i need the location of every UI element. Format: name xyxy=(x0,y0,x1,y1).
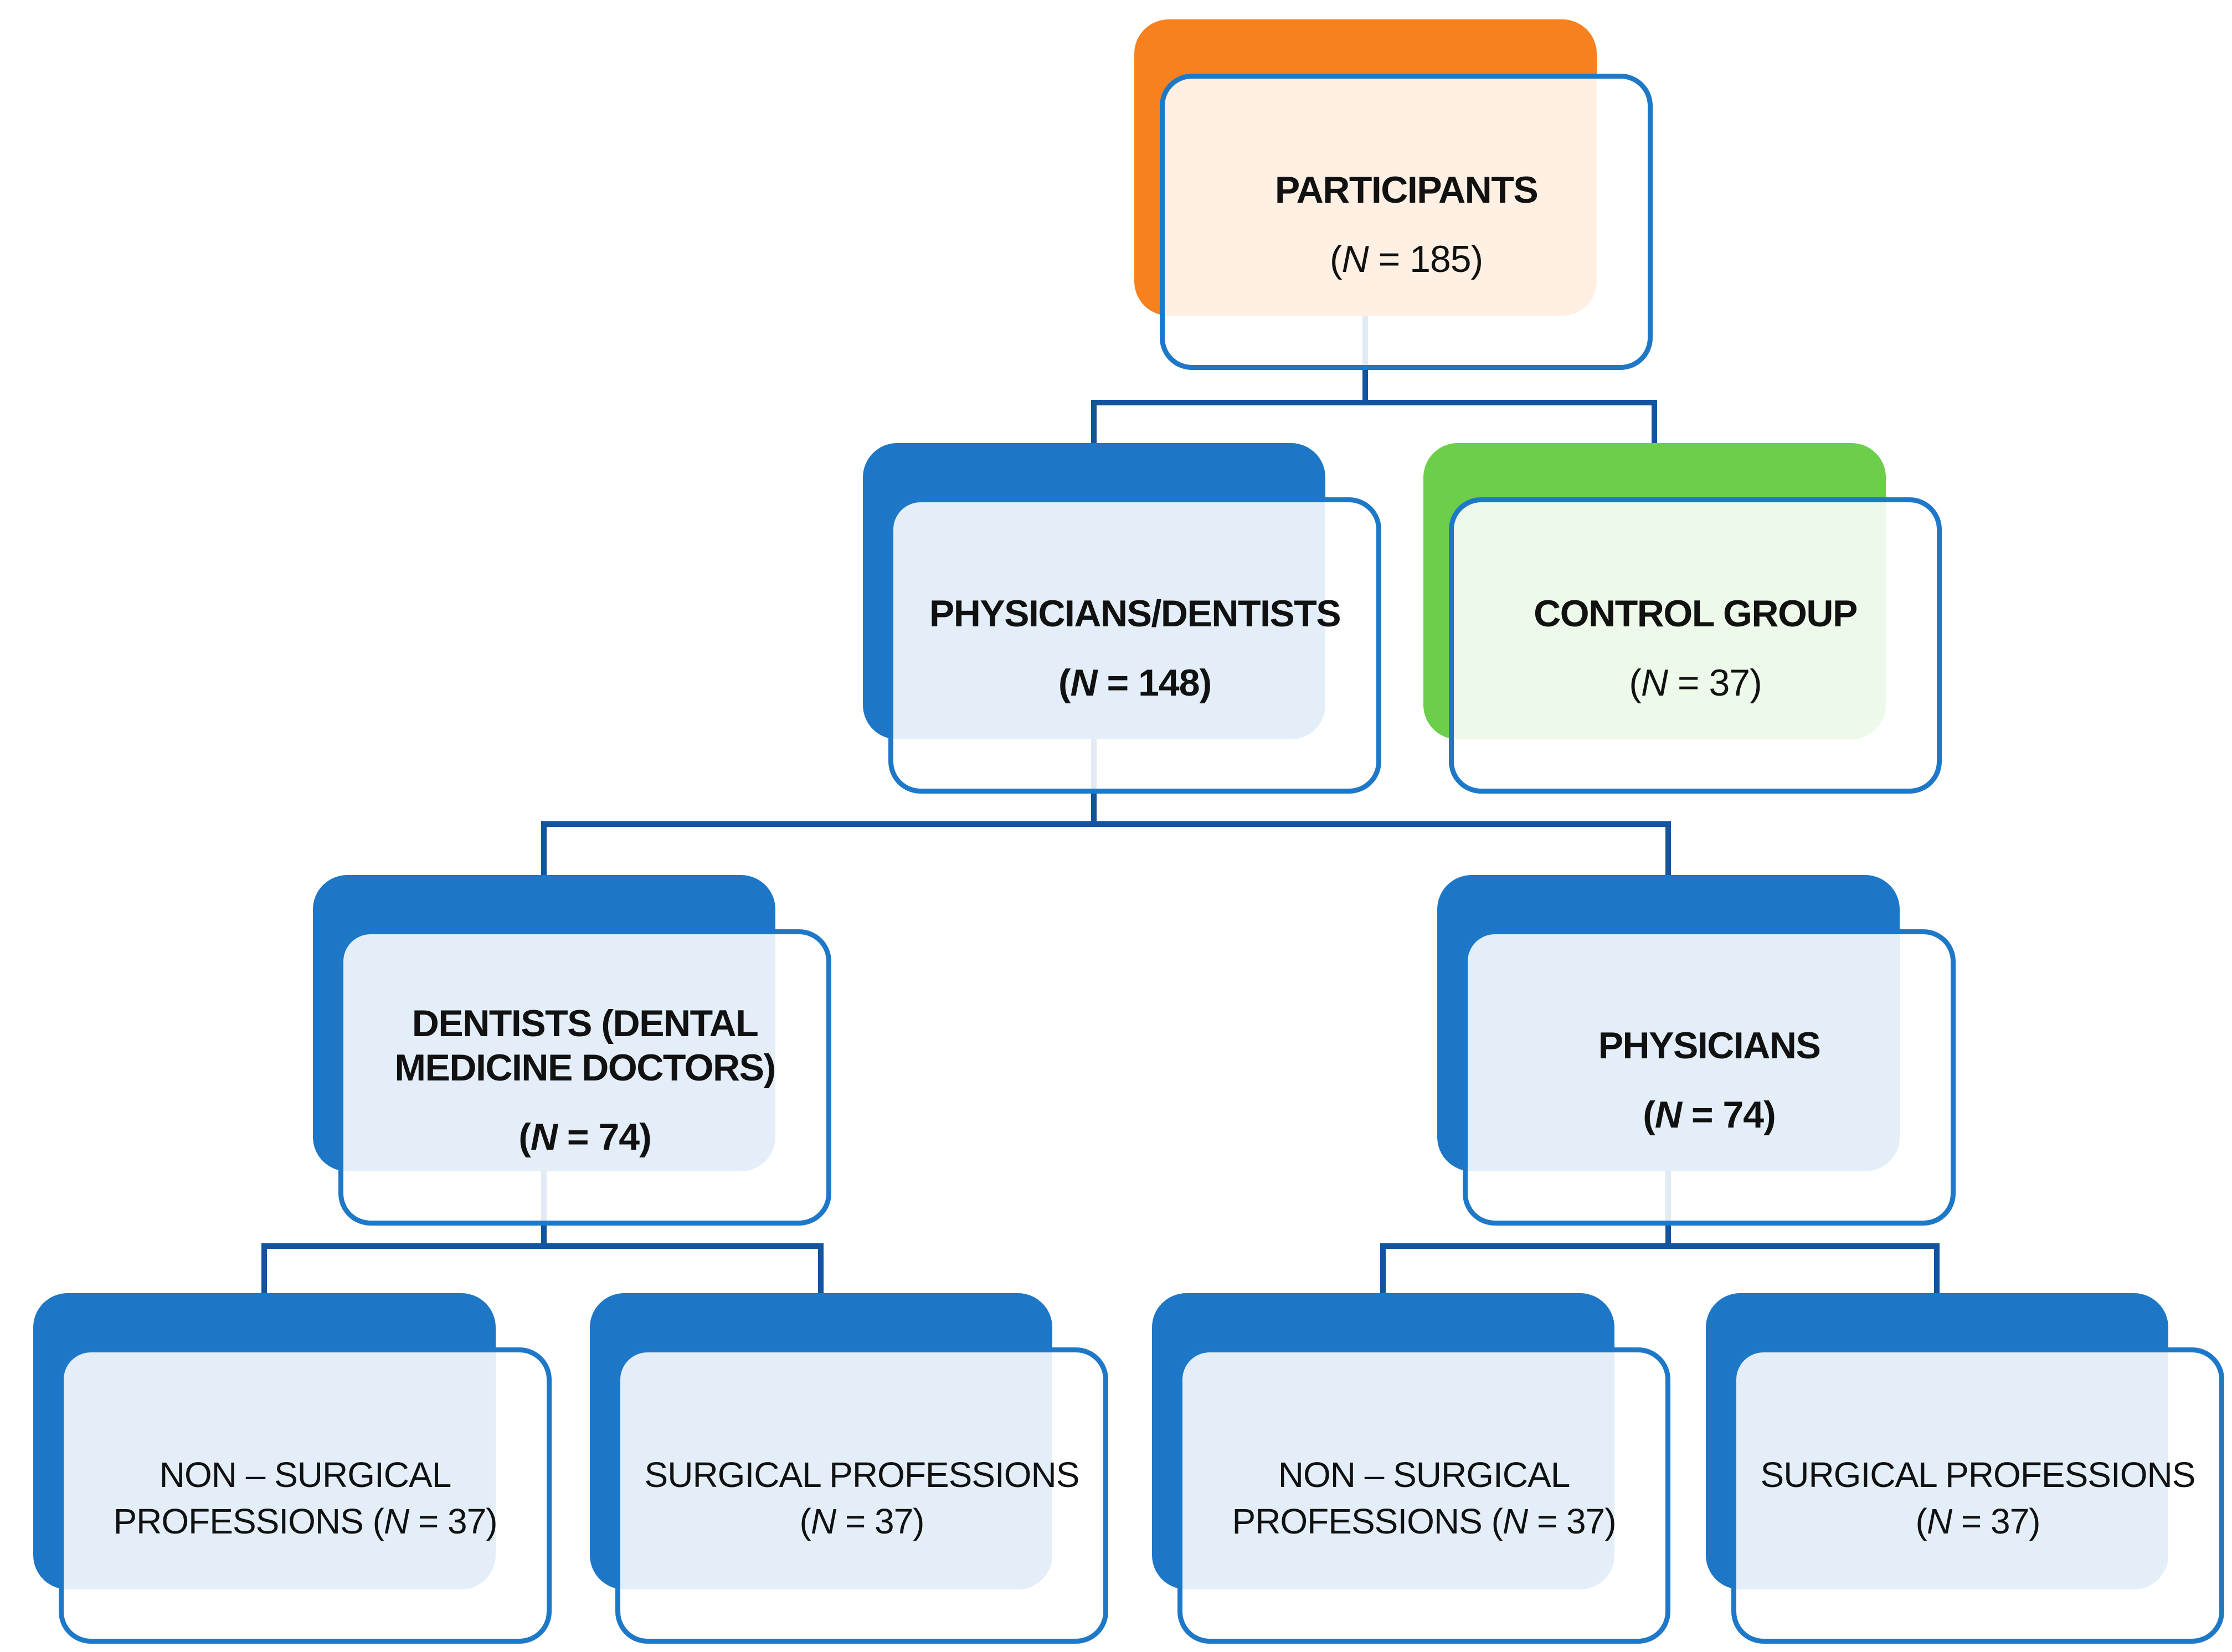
node-dentists-surgical: SURGICAL PROFESSIONS (N = 37) xyxy=(590,1293,1110,1644)
node-front: PHYSICIANS (N = 74) xyxy=(1463,929,1956,1226)
node-participants: PARTICIPANTS (N = 185) xyxy=(1134,19,1655,370)
node-title: PARTICIPANTS xyxy=(1274,168,1539,211)
node-count: (N = 185) xyxy=(1329,238,1483,280)
node-front: SURGICAL PROFESSIONS (N = 37) xyxy=(615,1347,1108,1644)
node-dentists: DENTISTS (DENTAL MEDICINE DOCTORS) (N = … xyxy=(313,875,834,1226)
node-front: PHYSICIANS/DENTISTS (N = 148) xyxy=(888,497,1381,794)
node-title: PHYSICIANS/DENTISTS xyxy=(929,592,1341,635)
connector-branch-physicians-split xyxy=(1380,1243,1940,1249)
node-front: CONTROL GROUP (N = 37) xyxy=(1449,497,1942,794)
node-count: (N = 74) xyxy=(1643,1094,1776,1136)
node-control-group: CONTROL GROUP (N = 37) xyxy=(1423,443,1944,794)
node-label: SURGICAL PROFESSIONS (N = 37) xyxy=(1760,1455,2196,1541)
node-title: DENTISTS (DENTAL MEDICINE DOCTORS) xyxy=(394,1002,776,1089)
node-count: (N = 148) xyxy=(1058,662,1212,704)
node-count: (N = 37) xyxy=(1629,662,1762,704)
node-front: DENTISTS (DENTAL MEDICINE DOCTORS) (N = … xyxy=(338,929,831,1226)
node-front: NON – SURGICAL PROFESSIONS (N = 37) xyxy=(59,1347,552,1644)
node-physicians-surgical: SURGICAL PROFESSIONS (N = 37) xyxy=(1706,1293,2226,1644)
node-dentists-non-surgical: NON – SURGICAL PROFESSIONS (N = 37) xyxy=(33,1293,554,1644)
node-title: CONTROL GROUP xyxy=(1534,592,1858,635)
node-physicians-non-surgical: NON – SURGICAL PROFESSIONS (N = 37) xyxy=(1152,1293,1673,1644)
node-count: (N = 74) xyxy=(518,1116,652,1159)
node-physicians: PHYSICIANS (N = 74) xyxy=(1437,875,1958,1226)
node-title: PHYSICIANS xyxy=(1598,1024,1821,1067)
node-label: SURGICAL PROFESSIONS (N = 37) xyxy=(644,1455,1080,1541)
node-physicians-dentists: PHYSICIANS/DENTISTS (N = 148) xyxy=(863,443,1384,794)
connector-branch-dentists-split xyxy=(261,1243,824,1249)
node-label: NON – SURGICAL PROFESSIONS (N = 37) xyxy=(1232,1455,1616,1541)
node-label: NON – SURGICAL PROFESSIONS (N = 37) xyxy=(113,1455,497,1541)
node-front: PARTICIPANTS (N = 185) xyxy=(1160,74,1653,370)
connector-branch-level3 xyxy=(541,821,1671,827)
node-front: NON – SURGICAL PROFESSIONS (N = 37) xyxy=(1177,1347,1670,1644)
connector-branch-level2 xyxy=(1091,400,1657,405)
node-front: SURGICAL PROFESSIONS (N = 37) xyxy=(1731,1347,2224,1644)
